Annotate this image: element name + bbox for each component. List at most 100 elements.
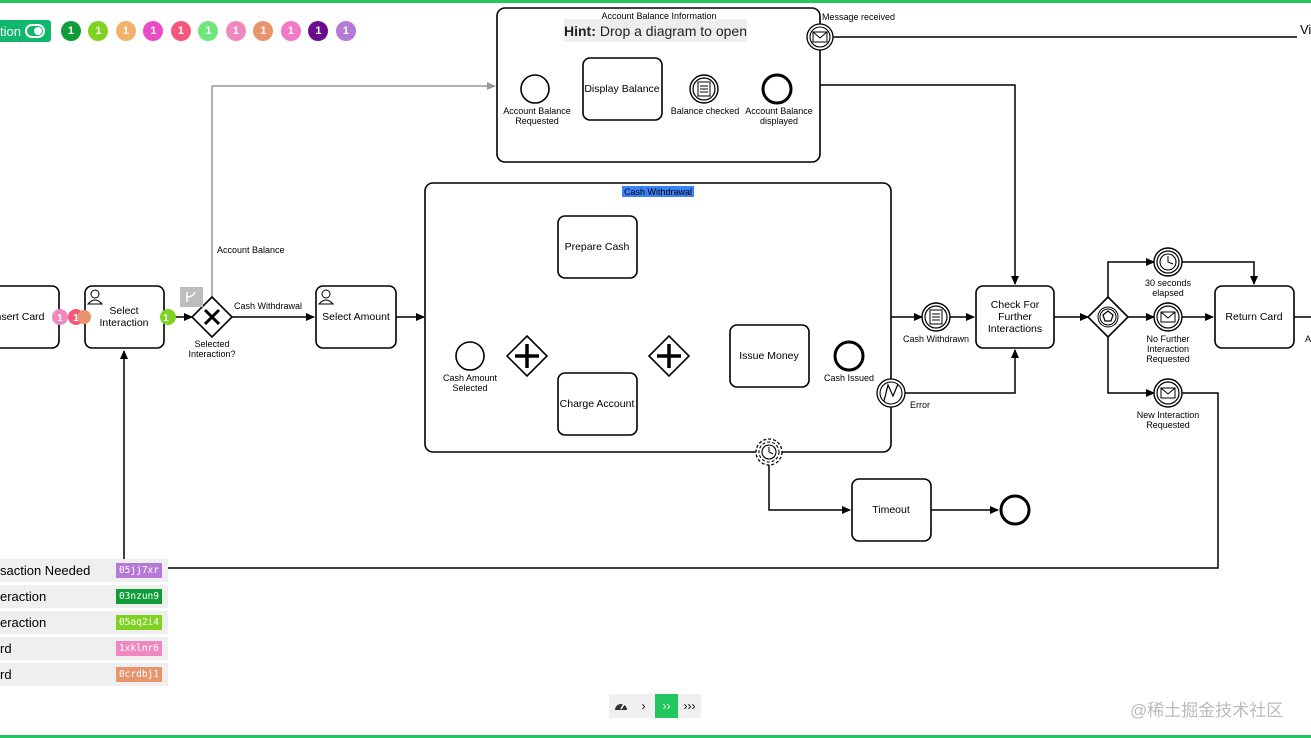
right-cut-label: Vi <box>1300 22 1311 37</box>
token-count-dot[interactable]: 1 <box>198 21 219 41</box>
bottom-accent-bar <box>0 735 1311 738</box>
playback-controls: › ›› ››› <box>609 694 701 718</box>
token-badges-insert-card[interactable]: 1 1 <box>52 309 91 325</box>
task-select-interaction-label-2: Interaction <box>99 317 148 329</box>
end-event-timeout[interactable] <box>999 494 1031 526</box>
label-cash-withdrawal-flow: Cash Withdrawal <box>234 301 302 311</box>
message-event-new-interaction[interactable] <box>1153 378 1183 408</box>
task-timeout[interactable] <box>851 478 932 542</box>
token-count-dot[interactable]: 1 <box>335 21 356 41</box>
task-return-card[interactable] <box>1214 285 1295 349</box>
top-accent-bar <box>0 0 1311 3</box>
gateway-branch-icon[interactable] <box>180 287 203 307</box>
parallel-gateway-join[interactable] <box>647 334 691 378</box>
log-entry-name: eraction <box>0 615 47 630</box>
task-charge-account[interactable] <box>557 372 638 436</box>
simulation-toggle-label: tion <box>0 23 21 39</box>
intermediate-event-cash-withdrawn[interactable] <box>921 302 951 332</box>
label-no-further-2: Interaction <box>1147 344 1189 354</box>
start-event-balance[interactable] <box>520 74 550 104</box>
toggle-switch-icon[interactable] <box>24 24 45 38</box>
timer-event-30s[interactable] <box>1153 247 1183 277</box>
task-check-further-label-1: Check For <box>991 299 1040 311</box>
task-charge-account-label: Charge Account <box>560 398 635 410</box>
token-count-dot[interactable]: 1 <box>308 21 329 41</box>
label-no-further-3: Requested <box>1146 354 1190 364</box>
label-selected-interaction-1: Selected <box>194 339 229 349</box>
label-new-interaction-2: Requested <box>1146 420 1190 430</box>
simulation-toggle[interactable]: tion <box>0 20 51 42</box>
message-event-no-further[interactable] <box>1153 302 1183 332</box>
log-row[interactable]: eraction 05aq2i4 <box>0 611 168 634</box>
flow-gateway-to-balance[interactable] <box>211 82 496 297</box>
label-selected-interaction-2: Interaction? <box>188 349 235 359</box>
token-count-dot[interactable]: 1 <box>115 21 136 41</box>
token-count-dot[interactable]: 1 <box>280 21 301 41</box>
error-boundary-event[interactable] <box>876 378 906 408</box>
label-30s-2: elapsed <box>1152 288 1184 298</box>
task-display-balance-label: Display Balance <box>584 83 659 95</box>
subprocess-balance-title: Account Balance Information <box>601 11 716 21</box>
task-display-balance[interactable] <box>582 57 663 121</box>
token-count-dot[interactable]: 1 <box>143 21 164 41</box>
flow-timer-to-return[interactable] <box>1182 261 1258 285</box>
log-entry-id: 05aq2i4 <box>115 615 162 630</box>
task-issue-money[interactable] <box>729 324 810 388</box>
task-check-further[interactable] <box>975 285 1055 349</box>
flow-gw-to-timer[interactable] <box>1107 258 1155 297</box>
log-entry-id: 1xklnr6 <box>115 641 162 656</box>
watermark: @稀土掘金技术社区 <box>1130 701 1284 720</box>
token-count-dot[interactable]: 1 <box>225 21 246 41</box>
end-event-cash-issued[interactable] <box>833 340 865 372</box>
log-entry-id: 03nzun9 <box>115 589 162 604</box>
task-select-amount[interactable] <box>315 285 397 349</box>
fast-forward-button[interactable]: ››› <box>678 694 701 718</box>
parallel-gateway-split[interactable] <box>505 334 549 378</box>
event-based-gateway[interactable] <box>1086 295 1130 339</box>
token-count-dot[interactable]: 1 <box>253 21 274 41</box>
subprocess-cash-withdrawal[interactable] <box>424 182 892 453</box>
timer-boundary-event[interactable] <box>755 438 783 466</box>
flow-gw-to-newinteraction[interactable] <box>1107 337 1155 397</box>
flow-balance-to-check[interactable] <box>820 84 1019 285</box>
token-badge-select[interactable]: 1 <box>160 309 176 325</box>
label-balance-checked: Balance checked <box>671 106 740 116</box>
hint-bold: Hint: <box>564 22 596 39</box>
task-prepare-cash-label: Prepare Cash <box>565 241 630 253</box>
task-prepare-cash[interactable] <box>557 215 638 279</box>
end-event-balance[interactable] <box>761 73 793 105</box>
label-balance-displayed-2: displayed <box>760 116 798 126</box>
label-balance-requested-1: Account Balance <box>503 106 571 116</box>
step-button[interactable]: › <box>632 694 655 718</box>
subprocess-cash-title-highlight <box>622 186 694 197</box>
speedometer-icon[interactable] <box>609 694 632 718</box>
label-right-cut-mid: A <box>1305 334 1311 344</box>
label-no-further-1: No Further <box>1146 334 1189 344</box>
play-button[interactable]: ›› <box>655 694 678 718</box>
message-boundary-event[interactable] <box>806 23 834 51</box>
flow-timeout-boundary[interactable] <box>768 465 851 514</box>
label-cash-amount-1: Cash Amount <box>443 373 498 383</box>
label-balance-displayed-1: Account Balance <box>745 106 813 116</box>
token-count-dot[interactable]: 1 <box>170 21 191 41</box>
task-select-amount-label: Select Amount <box>322 311 390 323</box>
log-entry-name: rd <box>0 667 12 682</box>
label-new-interaction-1: New Interaction <box>1137 410 1200 420</box>
log-entry-id: 05jj7xr <box>115 563 162 578</box>
intermediate-event-balance-checked[interactable] <box>689 74 719 104</box>
flow-error-to-check[interactable] <box>905 349 1019 394</box>
token-badge-2: 1 <box>73 313 79 324</box>
token-count-dot[interactable]: 1 <box>60 21 81 41</box>
token-badge-flow: 1 <box>163 313 169 324</box>
token-count-dot[interactable]: 1 <box>88 21 109 41</box>
flow-new-interaction-loop[interactable] <box>168 392 1219 569</box>
task-timeout-label: Timeout <box>872 504 910 516</box>
label-message-received: Message received <box>822 12 895 22</box>
start-event-cash[interactable] <box>455 341 485 371</box>
